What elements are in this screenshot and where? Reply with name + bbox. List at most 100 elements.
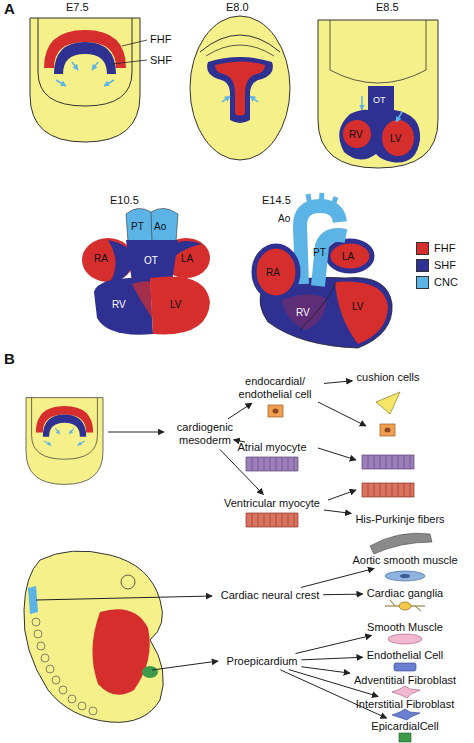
cell-type-label: Smooth Muscle	[365, 620, 445, 635]
arrow	[108, 432, 164, 433]
somites	[32, 618, 97, 715]
embryo-outline	[38, 18, 132, 106]
nucleus	[273, 409, 279, 414]
arrow-connector	[324, 381, 353, 384]
cell-type-label: cushion cells	[355, 370, 422, 385]
cell-type-label: endocardial/ endothelial cell	[228, 374, 322, 402]
node-text: Aortic smooth muscle	[352, 554, 457, 567]
arrow	[152, 661, 218, 670]
head-fold	[200, 35, 280, 52]
somite	[89, 707, 97, 715]
node-text: cushion cells	[357, 371, 420, 384]
arrow	[318, 402, 366, 426]
embryo-body	[24, 551, 163, 722]
migration-arrow	[361, 96, 363, 110]
endothelial-cell-icon	[268, 405, 283, 417]
migration-arrow	[104, 80, 114, 86]
anatomy-label: RA	[266, 266, 280, 279]
outflow-tract	[126, 240, 178, 282]
left-ventricle	[150, 276, 210, 334]
arrow-connector	[301, 569, 374, 588]
legend-row: CNC	[416, 274, 458, 291]
cell-type-label: Interstitial Fibroblast	[354, 697, 456, 712]
pulmonary-trunk	[318, 235, 346, 286]
migration-arrow	[222, 96, 230, 102]
purkinje-fiber-icon	[370, 533, 432, 554]
node-text: Adventitial Fibroblast	[354, 674, 456, 687]
cell-type-label: EpicardialCell	[369, 719, 440, 734]
rv-fhf	[343, 120, 371, 148]
striations	[368, 483, 410, 497]
legend-row: SHF	[416, 257, 458, 274]
embryo-e75-small	[26, 398, 103, 485]
aortic-branches	[308, 193, 336, 208]
anatomy-label: E8.0	[226, 1, 249, 14]
arrow-connector	[324, 510, 351, 513]
arrow-connector	[323, 594, 363, 596]
somite	[78, 702, 86, 710]
striations	[252, 513, 294, 527]
anatomy-label: LV	[170, 298, 182, 311]
arrow-connector	[220, 449, 263, 494]
nucleus	[400, 574, 410, 578]
connector-layer	[220, 381, 387, 718]
endothelial-cell-icon	[394, 663, 416, 671]
migration-arrow	[72, 62, 78, 70]
atrial-myocyte-icon	[362, 455, 414, 469]
shf-crescent	[54, 42, 116, 74]
somite	[34, 630, 42, 638]
adventitial-fibroblast-icon	[392, 686, 420, 698]
arrow-connector	[301, 657, 362, 660]
embryo-body	[190, 16, 290, 160]
somite	[68, 695, 76, 703]
cell-type-label: cardiogenic mesoderm	[167, 420, 243, 448]
ventricular-myocyte-icon	[362, 483, 414, 497]
anatomy-label: LA	[181, 252, 193, 265]
endothelial-cell-icon	[380, 424, 395, 436]
anatomy-label: E10.5	[110, 194, 139, 207]
node-text: EpicardialCell	[371, 720, 438, 733]
outflow-septum	[151, 212, 152, 242]
heart-tube-shf	[207, 57, 273, 123]
cell-type-label: Ventricular myocyte	[222, 496, 322, 511]
somite	[59, 686, 67, 694]
arrow-connector	[295, 635, 371, 653]
atrial-myocyte-icon	[246, 457, 298, 471]
ventricular-myocyte-icon	[246, 513, 298, 527]
embryonic-heart	[92, 609, 149, 695]
cell-body	[268, 405, 283, 417]
cell-type-label: Aortic smooth muscle	[350, 553, 459, 568]
arrow	[318, 448, 356, 460]
somite	[37, 642, 45, 650]
anatomy-label: LV	[352, 300, 364, 313]
heart-tube-fhf	[215, 62, 265, 116]
panel-letter: B	[4, 352, 15, 365]
anatomy-label: PT	[313, 246, 326, 259]
somite	[32, 618, 40, 626]
node-text: Proepicardium	[227, 655, 298, 668]
anatomy-label: RV	[296, 306, 310, 319]
embryo-body	[30, 18, 140, 142]
ventricle-blend	[132, 281, 152, 318]
aortic-smooth-muscle-icon	[385, 571, 425, 581]
somite	[52, 676, 60, 684]
anatomy-label: RV	[349, 128, 363, 141]
node-text: Atrial myocyte	[237, 441, 306, 454]
anatomy-label: E7.5	[66, 1, 89, 14]
arrow	[36, 596, 212, 600]
embryo-e75	[30, 18, 140, 142]
right-atrium	[82, 238, 134, 282]
embryo-body	[318, 20, 438, 168]
leader-line	[112, 60, 147, 64]
anatomy-label: FHF	[150, 33, 171, 46]
migration-arrow	[396, 112, 402, 122]
anatomy-label: Ao	[154, 220, 166, 233]
anatomy-label: LV	[390, 132, 402, 145]
proepicardium-region	[142, 666, 158, 678]
anatomy-label: LA	[342, 250, 354, 263]
node-text: Cardiac ganglia	[367, 587, 443, 600]
leader-line	[122, 40, 147, 46]
cell-type-label: Cardiac ganglia	[365, 586, 445, 601]
somite	[46, 665, 54, 673]
arrow-connector	[228, 403, 252, 419]
